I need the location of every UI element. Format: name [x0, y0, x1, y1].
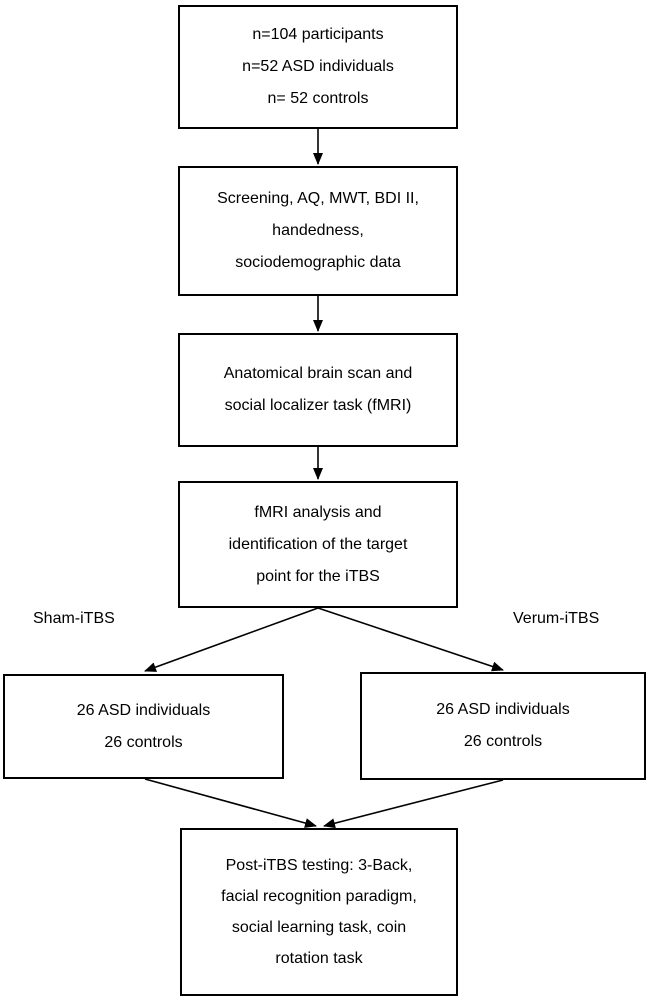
post-testing-line-3: social learning task, coin [231, 919, 407, 936]
scan-line-1: Anatomical brain scan and [223, 365, 413, 382]
analysis-line-3: point for the iTBS [256, 567, 380, 585]
verum-itbs-label: Verum-iTBS [513, 610, 600, 627]
screening-box: Screening, AQ, MWT, BDI II, handedness, … [178, 166, 458, 296]
arrow-sham-to-post [144, 778, 317, 828]
sham-group-box: 26 ASD individuals 26 controls [3, 674, 284, 779]
post-itbs-testing-box: Post-iTBS testing: 3-Back, facial recogn… [180, 828, 458, 996]
analysis-line-1: fMRI analysis and [254, 503, 382, 521]
verum-group-line-2: 26 controls [463, 733, 543, 750]
analysis-line-2: identification of the target [228, 535, 408, 553]
arrow-verum-to-post [323, 779, 504, 829]
post-testing-line-1: Post-iTBS testing: 3-Back, [225, 857, 413, 874]
post-testing-line-4: rotation task [275, 950, 363, 967]
screening-line-3: sociodemographic data [235, 254, 401, 271]
scan-line-2: social localizer task (fMRI) [224, 397, 412, 414]
participants-line-1: n=104 participants [252, 26, 384, 43]
brain-scan-box: Anatomical brain scan and social localiz… [178, 333, 458, 447]
arrow-analysis-to-sham [144, 607, 319, 672]
verum-group-box: 26 ASD individuals 26 controls [360, 672, 646, 780]
arrow-analysis-to-verum [317, 607, 504, 672]
verum-group-line-1: 26 ASD individuals [436, 701, 570, 718]
participants-box: n=104 participants n=52 ASD individuals … [178, 5, 458, 129]
sham-group-line-2: 26 controls [104, 733, 183, 751]
sham-itbs-label: Sham-iTBS [33, 610, 115, 627]
participants-line-3: n= 52 controls [267, 90, 369, 107]
participants-line-2: n=52 ASD individuals [242, 58, 394, 75]
sham-group-line-1: 26 ASD individuals [76, 701, 211, 719]
fmri-analysis-box: fMRI analysis and identification of the … [178, 481, 458, 608]
post-testing-line-2: facial recognition paradigm, [221, 888, 417, 905]
screening-line-2: handedness, [272, 222, 364, 239]
screening-line-1: Screening, AQ, MWT, BDI II, [217, 190, 419, 207]
